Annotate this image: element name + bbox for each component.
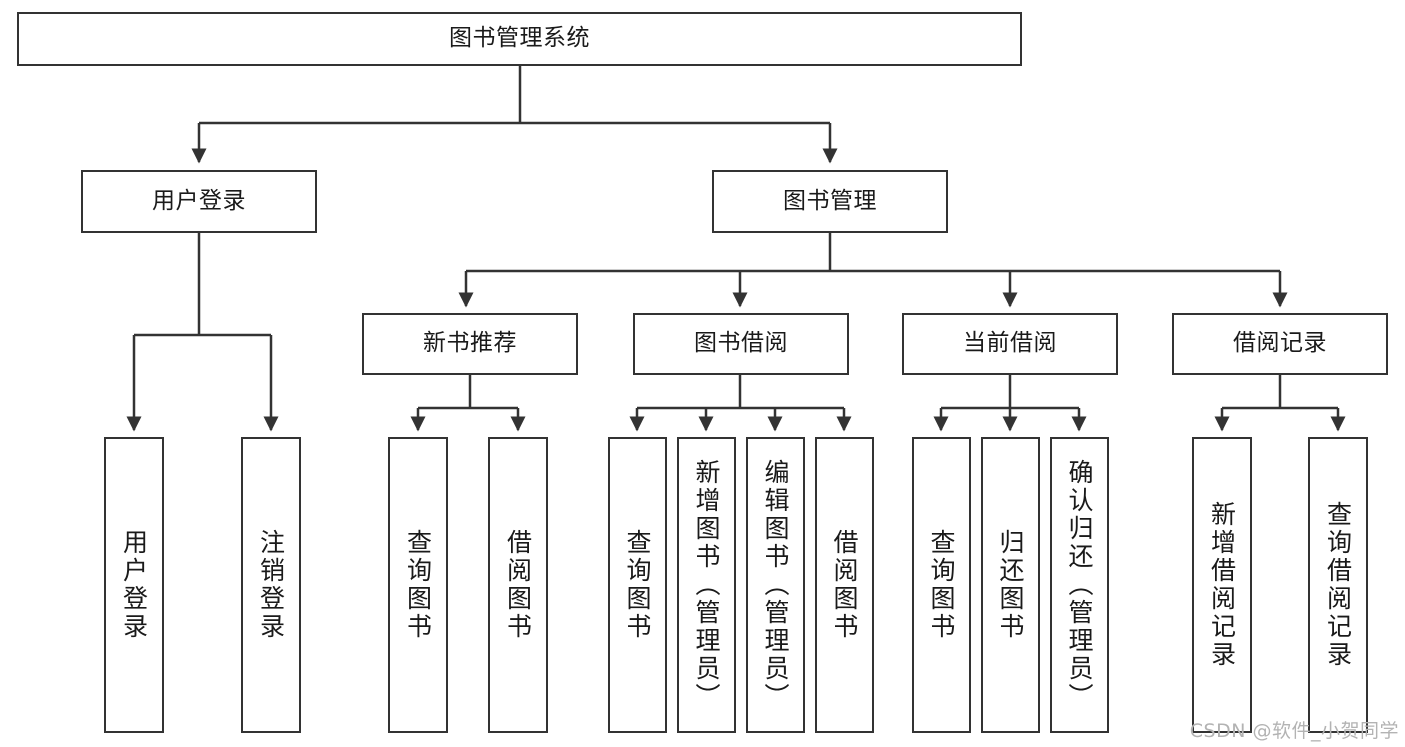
- node-book-borrow[interactable]: 图书借阅: [633, 313, 849, 375]
- node-borrow-records[interactable]: 借阅记录: [1172, 313, 1388, 375]
- leaf-query-borrow-record[interactable]: 查询借阅记录: [1308, 437, 1368, 733]
- node-label: 用户登录: [152, 187, 246, 214]
- node-label: 确认归还（管理员）: [1065, 459, 1094, 711]
- leaf-return-book[interactable]: 归还图书: [981, 437, 1040, 733]
- leaf-edit-book-admin[interactable]: 编辑图书（管理员）: [746, 437, 805, 733]
- leaf-query-book-borrow[interactable]: 查询图书: [608, 437, 667, 733]
- watermark-text: CSDN @软件_小贺同学: [1189, 720, 1399, 742]
- node-label: 查询图书: [623, 529, 652, 641]
- node-label: 新书推荐: [423, 330, 517, 357]
- node-root-system[interactable]: 图书管理系统: [17, 12, 1022, 66]
- leaf-borrow-book[interactable]: 借阅图书: [815, 437, 874, 733]
- node-label: 查询图书: [927, 529, 956, 641]
- node-label: 注销登录: [256, 529, 286, 641]
- node-label: 借阅记录: [1233, 330, 1327, 357]
- node-current-borrow[interactable]: 当前借阅: [902, 313, 1118, 375]
- node-label: 图书管理系统: [449, 25, 590, 52]
- leaf-query-book-current[interactable]: 查询图书: [912, 437, 971, 733]
- leaf-confirm-return-admin[interactable]: 确认归还（管理员）: [1050, 437, 1109, 733]
- node-label: 查询图书: [403, 529, 433, 641]
- node-label: 当前借阅: [963, 330, 1057, 357]
- leaf-add-book-admin[interactable]: 新增图书（管理员）: [677, 437, 736, 733]
- leaf-logout[interactable]: 注销登录: [241, 437, 301, 733]
- leaf-user-login[interactable]: 用户登录: [104, 437, 164, 733]
- node-label: 用户登录: [119, 529, 149, 641]
- node-label: 图书管理: [783, 187, 877, 214]
- node-label: 新增图书（管理员）: [692, 459, 721, 711]
- node-label: 图书借阅: [694, 330, 788, 357]
- leaf-query-book-recommend[interactable]: 查询图书: [388, 437, 448, 733]
- node-label: 新增借阅记录: [1207, 501, 1237, 669]
- node-label: 查询借阅记录: [1323, 501, 1353, 669]
- leaf-add-borrow-record[interactable]: 新增借阅记录: [1192, 437, 1252, 733]
- node-label: 编辑图书（管理员）: [761, 459, 790, 711]
- node-new-book-recommend[interactable]: 新书推荐: [362, 313, 578, 375]
- node-book-management[interactable]: 图书管理: [712, 170, 948, 233]
- leaf-borrow-book-recommend[interactable]: 借阅图书: [488, 437, 548, 733]
- node-label: 借阅图书: [503, 529, 533, 641]
- node-label: 借阅图书: [830, 529, 859, 641]
- node-user-login[interactable]: 用户登录: [81, 170, 317, 233]
- node-label: 归还图书: [996, 529, 1025, 641]
